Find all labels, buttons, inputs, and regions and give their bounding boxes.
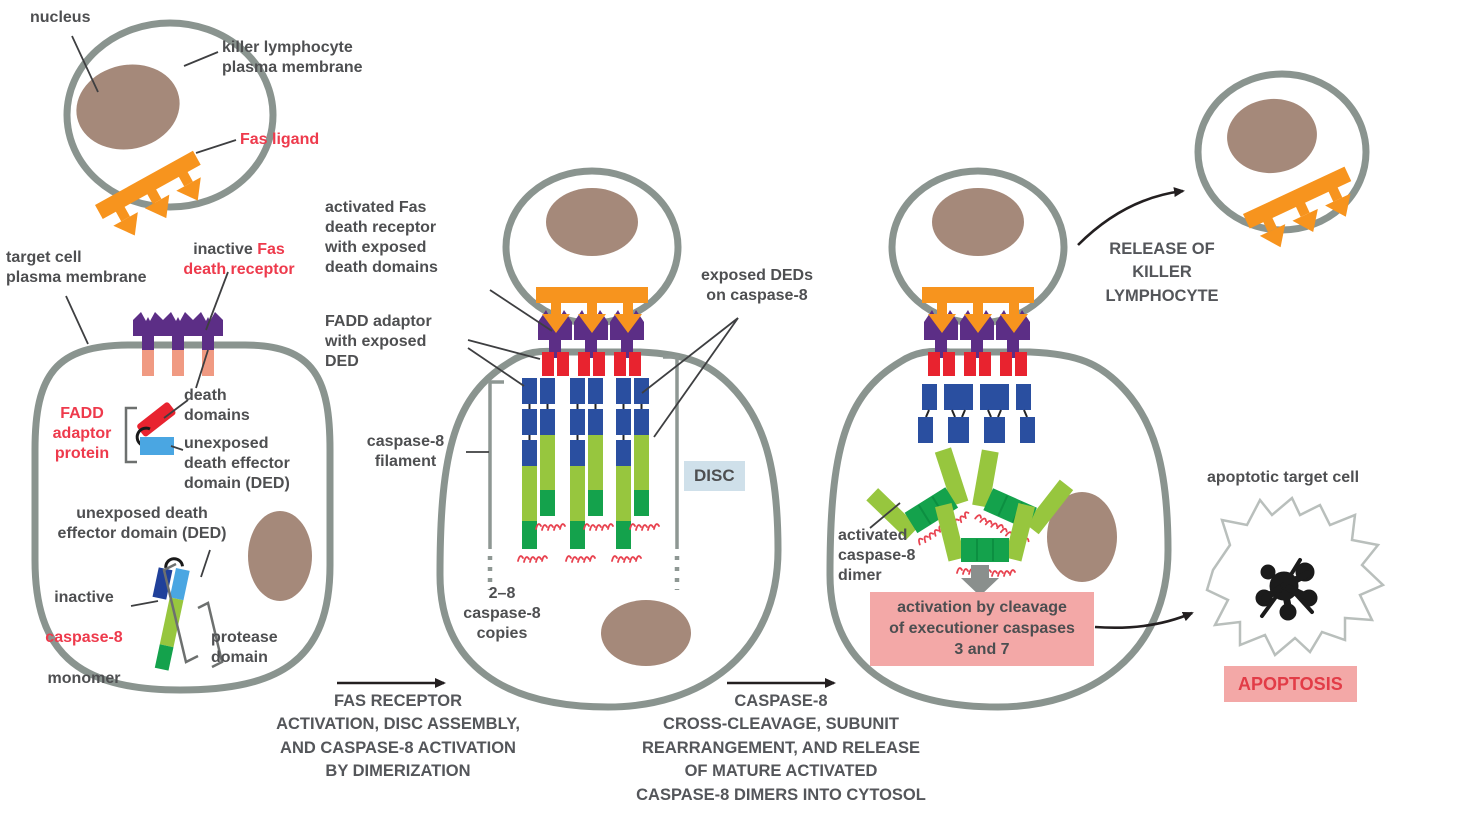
fadd-adaptor-label: FADD adaptor protein xyxy=(52,405,112,463)
killer-membrane-label: killer lymphocyte plasma membrane xyxy=(222,39,363,77)
caspase8-word: caspase-8 xyxy=(45,629,123,647)
fadd-exposed-graphic xyxy=(542,352,641,376)
unexposed-ded2-label: unexposed death effector domain (DED) xyxy=(57,505,227,543)
inactive-word: inactive xyxy=(54,589,114,607)
down-arrow xyxy=(961,565,999,596)
release-arrow xyxy=(1077,187,1185,246)
inactive-fas-label: inactive Fas death receptor xyxy=(156,220,322,301)
target-cell-1 xyxy=(31,341,334,694)
nucleus-shape xyxy=(546,188,638,256)
protease-bracket xyxy=(197,601,224,669)
leader-lines-panel1 xyxy=(65,35,237,607)
fadd-bracket xyxy=(124,406,137,464)
inactive-fas-label-red: Fas xyxy=(257,241,285,259)
nucleus-shape xyxy=(1047,492,1117,582)
released-killer-lymphocyte xyxy=(1194,70,1370,256)
apoptosis-arrow xyxy=(1094,611,1194,630)
activation-box: activation by cleavage of executioner ca… xyxy=(870,592,1094,667)
fadd-exposed-graphic-3 xyxy=(928,352,1027,376)
disc-bracket xyxy=(487,355,680,590)
nucleus-shape xyxy=(932,188,1024,256)
activation-box-text: activation by cleavage of executioner ca… xyxy=(889,599,1075,658)
leader-lines-panel2 xyxy=(466,289,739,453)
monomer-word: monomer xyxy=(47,669,121,687)
fadd-adaptor-graphic xyxy=(124,402,176,464)
step2-caption: CASPASE-8 CROSS-CLEAVAGE, SUBUNIT REARRA… xyxy=(636,692,926,804)
inactive-caspase8-label: inactive caspase-8 monomer xyxy=(28,568,140,709)
death-domains-label: death domains xyxy=(184,387,250,425)
nucleus-shape xyxy=(248,511,312,601)
caspase8-filament-label: caspase-8 filament xyxy=(366,433,445,471)
inactive-fas-label-gray: inactive xyxy=(193,241,258,259)
apoptotic-cell-label: apoptotic target cell xyxy=(1206,469,1360,486)
inactive-fas-label-red2: death receptor xyxy=(183,261,295,279)
inactive-caspase8-monomer xyxy=(152,557,224,671)
fas-ligand-label: Fas ligand xyxy=(240,131,320,148)
apoptosis-box: APOPTOSIS xyxy=(1224,666,1357,702)
dimer-leader-line xyxy=(869,502,901,529)
activated-fas-label: activated Fas death receptor with expose… xyxy=(325,199,438,277)
fas-ligand-3 xyxy=(922,287,1034,333)
activated-dimer-label: activated caspase-8 dimer xyxy=(838,527,916,585)
disc-label: DISC xyxy=(684,461,745,491)
release-killer-label: RELEASE OF KILLER LYMPHOCYTE xyxy=(1105,240,1219,305)
target-membrane-label: target cell plasma membrane xyxy=(6,249,147,287)
nucleus-shape xyxy=(601,600,691,666)
nucleus-label: nucleus xyxy=(30,9,91,26)
fadd-exposed-label: FADD adaptor with exposed DED xyxy=(325,313,432,371)
nucleus-shape xyxy=(76,64,180,150)
fas-ligand-2 xyxy=(536,287,648,333)
apoptosis-text: APOPTOSIS xyxy=(1238,674,1343,694)
exposed-deds-label: exposed DEDs on caspase-8 xyxy=(700,267,814,305)
nucleus-shape xyxy=(1227,98,1317,174)
killer-lymphocyte-cell-1 xyxy=(63,19,277,211)
monomer-bracket xyxy=(162,562,199,664)
apoptotic-target-cell xyxy=(1205,495,1386,657)
unexposed-ded-label: unexposed death effector domain (DED) xyxy=(184,435,290,493)
fragmented-nucleus xyxy=(1255,558,1318,621)
protease-domain-label: protease domain xyxy=(211,629,278,667)
step1-caption: FAS RECEPTOR ACTIVATION, DISC ASSEMBLY, … xyxy=(276,692,520,781)
caspase8-copies-label: 2–8 caspase-8 copies xyxy=(463,585,541,643)
